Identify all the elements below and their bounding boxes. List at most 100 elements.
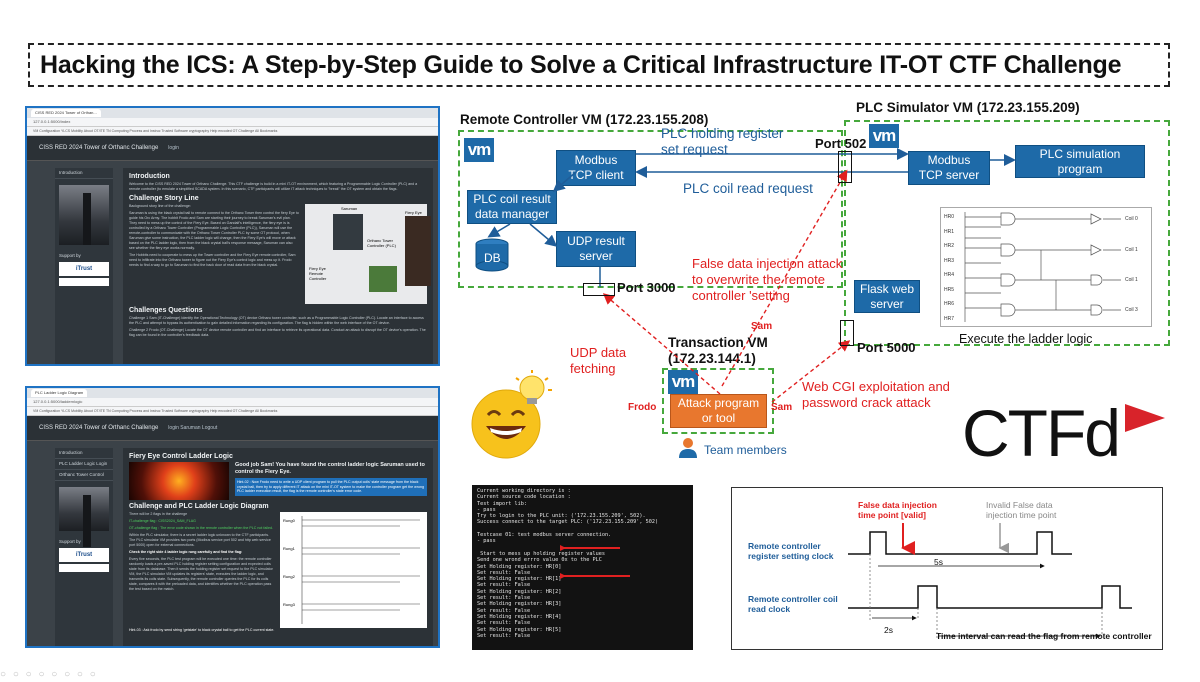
orthanc-controller-label: Orthanc Tower Controller (PLC) [367, 238, 396, 248]
sidebar-item-introduction-2[interactable]: Introduction [55, 448, 113, 459]
flags-note: There will be 2 flags in the challenge [129, 512, 188, 516]
terminal-line: Set Holding register: HR[5] [477, 626, 562, 633]
port-502-marker [838, 151, 852, 183]
bookmarks-bar-2: VM Configuration YLCS Mobility About OT/… [27, 407, 438, 416]
nav-links[interactable]: login Saruman Logout [168, 425, 218, 431]
controller-image [369, 266, 397, 292]
frodo-label: Frodo [628, 402, 657, 413]
hr-label: HR1 [944, 228, 955, 235]
clock-waveforms [848, 523, 1132, 639]
attack-program-node: Attack program or tool [670, 394, 767, 428]
flag-2: OT-challenge flag : The error code shown… [129, 526, 273, 530]
story-text: Saruman is using the black crystal ball … [129, 211, 299, 250]
ladder-page-heading: Fiery Eye Control Ladder Logic [129, 453, 233, 460]
terminal-line: - pass [477, 538, 496, 545]
cgi-label-1: Web CGI exploitation and [802, 379, 950, 394]
port-502-label: Port 502 [815, 136, 867, 151]
port-3000-label: Port 3000 [617, 280, 676, 295]
transaction-vm-title: Transaction VM [668, 335, 768, 350]
udp-line2: server [579, 249, 613, 263]
main-content-2: Fiery Eye Control Ladder Logic Good job … [123, 448, 433, 646]
terminal-line: Set result: False [477, 595, 531, 602]
browser-tabbar: CISS RED 2024 Tower of Orthan... [27, 108, 438, 118]
sidebar: Introduction Support by iTrust [55, 168, 113, 364]
holding-register-label-2: set request [661, 142, 728, 157]
register-clock-label-1: Remote controller [748, 541, 821, 551]
smiley-lightbulb-icon [471, 370, 552, 459]
app-title: CISS RED 2024 Tower of Orthanc Challenge [39, 145, 159, 151]
good-job-text: Good job Sam! You have found the control… [235, 462, 425, 475]
remote-vm-title: Remote Controller VM (172.23.155.208) [460, 112, 709, 127]
address-bar[interactable]: 127.0.0.1:5000/index [27, 118, 438, 127]
udp-result-server-node: UDP result server [556, 231, 636, 267]
fiery-eye-label: Fiery Eye [405, 210, 422, 215]
tower-image [59, 185, 109, 245]
fiery-eye-image [405, 216, 431, 286]
port-3000-marker [583, 283, 615, 296]
team-member-icon [679, 438, 697, 458]
database-icon [475, 238, 509, 272]
attack-line2: or tool [701, 411, 736, 425]
rung-1-label: Rung1 [283, 546, 295, 551]
hr-label: HR6 [944, 301, 955, 307]
challenge-intro-screenshot: CISS RED 2024 Tower of Orthan... 127.0.0… [25, 106, 440, 366]
browser-tab[interactable]: CISS RED 2024 Tower of Orthan... [31, 109, 101, 117]
hint-03: Hint-03 : Ask frodo by send string 'gets… [129, 628, 275, 632]
invalid-point-label-2: injection time point [986, 510, 1057, 520]
terminal-line: Current working directory is : [477, 488, 571, 494]
fiery-eye-image-2 [129, 462, 229, 500]
hr-label: HR7 [944, 315, 955, 322]
sponsor-logo [59, 278, 109, 286]
questions-heading: Challenges Questions [129, 307, 203, 314]
support-label-2: Support by [59, 539, 81, 544]
plc-sim-line2: program [1057, 161, 1103, 176]
terminal-line: Set result: False [477, 569, 531, 576]
browser-tabbar-2: PLC Ladder Logic Diagram [27, 388, 438, 398]
app-title-2: CISS RED 2024 Tower of Orthanc Challenge [39, 425, 159, 431]
coil-read-label: PLC coil read request [683, 181, 813, 196]
fdi-label-3: controller 'setting [692, 288, 790, 303]
browser-tab-2[interactable]: PLC Ladder Logic Diagram [31, 389, 88, 397]
ladder-logic-graphic [964, 212, 1121, 322]
terminal-line: Set result: False [477, 620, 531, 627]
modbus-server-line1: Modbus [927, 153, 971, 167]
remote-controller-label: Fiery Eye Remote Controller [309, 266, 327, 281]
terminal-line: Try to login to the PLC unit: ('172.23.1… [477, 513, 646, 520]
plc-vm-title: PLC Simulator VM (172.23.155.209) [856, 100, 1080, 115]
port-5000-marker [840, 320, 854, 346]
ladder-caption: Execute the ladder logic [959, 332, 1093, 346]
bookmarks-bar: VM Configuration YLCS Mobility About OT/… [27, 127, 438, 136]
sidebar-item-introduction[interactable]: Introduction [55, 168, 113, 179]
hr-label: HR2 [944, 243, 955, 249]
question-1: Challenge 1 Sam (IT-Challenge) Identify … [129, 316, 424, 325]
terminal-line: Testcase 01: test modbus server connecti… [477, 532, 612, 539]
saruman-image [333, 214, 363, 250]
sam-label-1: Sam [751, 321, 773, 332]
coil-mgr-line2: data manager [474, 207, 550, 221]
team-members-label: Team members [704, 443, 787, 457]
sidebar-item-tower-control[interactable]: Orthanc Tower Control [55, 470, 113, 481]
terminal-line: Set Holding register: HR[2] [477, 588, 562, 595]
network-lines [487, 148, 1016, 403]
terminal-line: Set Holding register: HR[4] [477, 613, 562, 620]
terminal-line: Set result: False [477, 582, 531, 589]
sidebar-2: Introduction PLC Ladder Logic Login Orth… [55, 448, 113, 646]
ctfd-logo-text: CTFd [962, 396, 1121, 470]
terminal-line: Start to mess up holding register values [477, 550, 606, 557]
login-link[interactable]: login [168, 145, 179, 151]
terminal-line: Send one wrond errro value 0x to the PLC [477, 557, 602, 564]
coil-mgr-line1: PLC coil result [473, 192, 551, 206]
plc-sim-text: Within the PLC simulator, there is a sec… [129, 533, 271, 547]
page-title: Hacking the ICS: A Step-by-Step Guide to… [40, 50, 1122, 79]
story-text-2: The Hobbits need to cooperate to mess up… [129, 253, 296, 267]
port-5000-label: Port 5000 [857, 340, 916, 355]
sidebar-item-ladder-login[interactable]: PLC Ladder Logic Login [55, 459, 113, 470]
plc-simulator-vm-box [844, 120, 1170, 346]
two-seconds-label: 2s [884, 625, 893, 635]
terminal-line: Set result: False [477, 607, 531, 614]
itrust-logo: iTrust [59, 262, 109, 276]
slide-progress-dots: ○ ○ ○ ○ ○ ○ ○ ○ [0, 669, 98, 680]
address-bar-2[interactable]: 127.0.0.1:5000/laddernlogic [27, 398, 438, 407]
terminal-highlight-arrows [560, 541, 630, 583]
check-rung-text: Check the right side 4 ladder logic rung… [129, 550, 243, 554]
